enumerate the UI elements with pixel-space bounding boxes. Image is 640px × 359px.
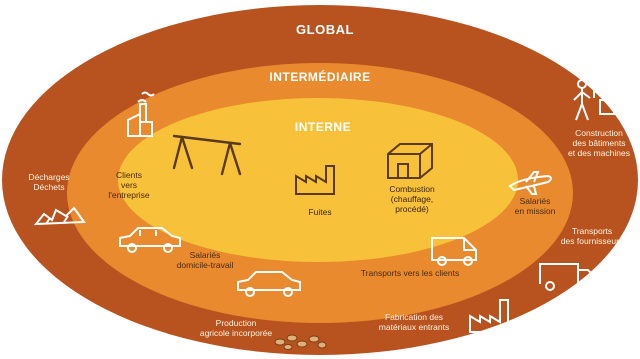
salaries-mission-label: Salariés en mission [514, 196, 556, 216]
car-icon [236, 266, 302, 298]
transports-clients-label: Transports vers les clients [360, 268, 460, 278]
factory-icon [466, 296, 516, 334]
clients-entreprise-label: Clients vers l'entreprise [108, 170, 150, 200]
combustion-label: Combustion (chauffage, procédé) [389, 184, 435, 214]
delivery-van-icon [430, 234, 480, 266]
truck-icon [538, 258, 598, 292]
salaries-domicile-label: Salariés domicile-travail [176, 250, 234, 270]
pebbles-icon [272, 330, 328, 352]
fabrication-materiaux-label: Fabrication des matériaux entrants [378, 312, 450, 332]
interne-title: INTERNE [294, 120, 352, 134]
rubble-icon [34, 200, 86, 228]
construction-label: Construction des bâtiments et des machin… [568, 128, 630, 158]
production-agricole-label: Production agricole incorporée [199, 318, 273, 338]
factory-icon [292, 162, 346, 196]
global-title: GLOBAL [296, 22, 354, 37]
car-icon [118, 224, 182, 254]
dechets-label: Décharges Déchets [28, 172, 70, 192]
transports-fournisseurs-label: Transports des fournisseurs [560, 226, 624, 246]
fuites-label: Fuites [308, 207, 332, 217]
interne-ring [118, 98, 518, 262]
worker-crane-icon [570, 78, 620, 122]
swing-structure-icon [170, 128, 244, 176]
building-box-icon [384, 142, 436, 180]
factory-chimney-icon [124, 90, 156, 138]
airplane-icon [508, 170, 554, 196]
intermediaire-title: INTERMÉDIAIRE [269, 70, 371, 84]
